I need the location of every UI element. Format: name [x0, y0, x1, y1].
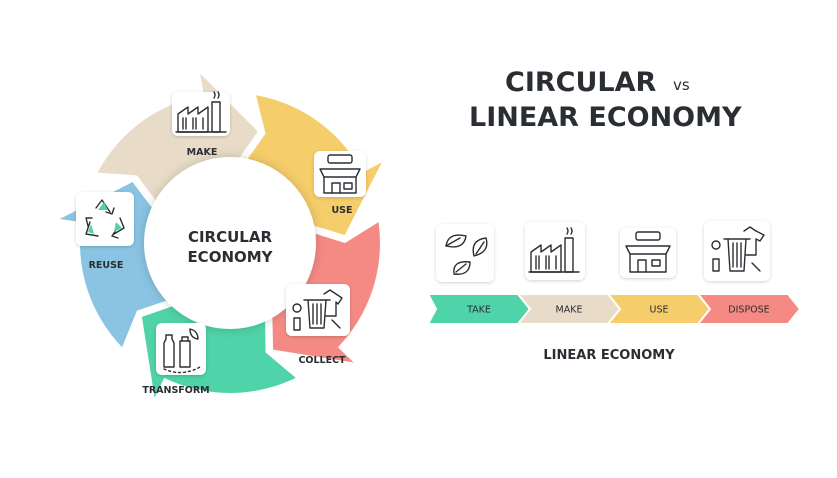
linear-step-shape-dispose	[695, 293, 802, 325]
waste-bin-icon	[286, 284, 350, 336]
linear-steps: TAKE MAKE USE DISPOSE	[426, 293, 802, 325]
linear-step-label-use: USE	[650, 305, 669, 316]
linear-step-use: USE	[605, 293, 712, 325]
cycle-center-title-line1: CIRCULAR	[188, 228, 272, 246]
cycle-label-transform: TRANSFORM	[142, 385, 209, 396]
cycle-label-collect: COLLECT	[298, 355, 346, 366]
shop-icon	[620, 228, 676, 278]
linear-step-take: TAKE	[426, 293, 532, 325]
cycle-center-disc	[144, 157, 316, 329]
factory-icon	[172, 91, 230, 136]
main-title: CIRCULAR vs LINEAR ECONOMY	[469, 67, 742, 133]
factory-icon	[525, 222, 585, 280]
waste-bin-icon	[704, 221, 770, 281]
linear-step-label-make: MAKE	[556, 305, 583, 316]
linear-step-label-dispose: DISPOSE	[728, 305, 769, 316]
linear-title: LINEAR ECONOMY	[543, 348, 675, 363]
title-line2: LINEAR ECONOMY	[469, 102, 742, 133]
linear-step-make: MAKE	[515, 293, 622, 325]
bottles-leaf-icon	[156, 323, 206, 375]
cycle-label-reuse: REUSE	[89, 260, 124, 271]
title-line1: CIRCULAR	[505, 67, 656, 98]
linear-step-label-take: TAKE	[466, 305, 491, 316]
cycle-label-make: MAKE	[187, 147, 218, 158]
circular-economy-diagram: CIRCULAR ECONOMY MAKE USE	[59, 73, 382, 398]
linear-step-dispose: DISPOSE	[695, 293, 802, 325]
recycle-icon	[76, 192, 134, 246]
cycle-center-title-line2: ECONOMY	[187, 248, 273, 266]
cycle-label-use: USE	[331, 205, 352, 216]
cycle-segment-use	[243, 95, 382, 235]
shop-icon	[314, 151, 366, 197]
title-vs: vs	[673, 76, 690, 94]
leaves-icon	[436, 224, 494, 282]
linear-economy-diagram: TAKE MAKE USE DISPOSE LINEAR ECONOMY	[426, 221, 802, 363]
